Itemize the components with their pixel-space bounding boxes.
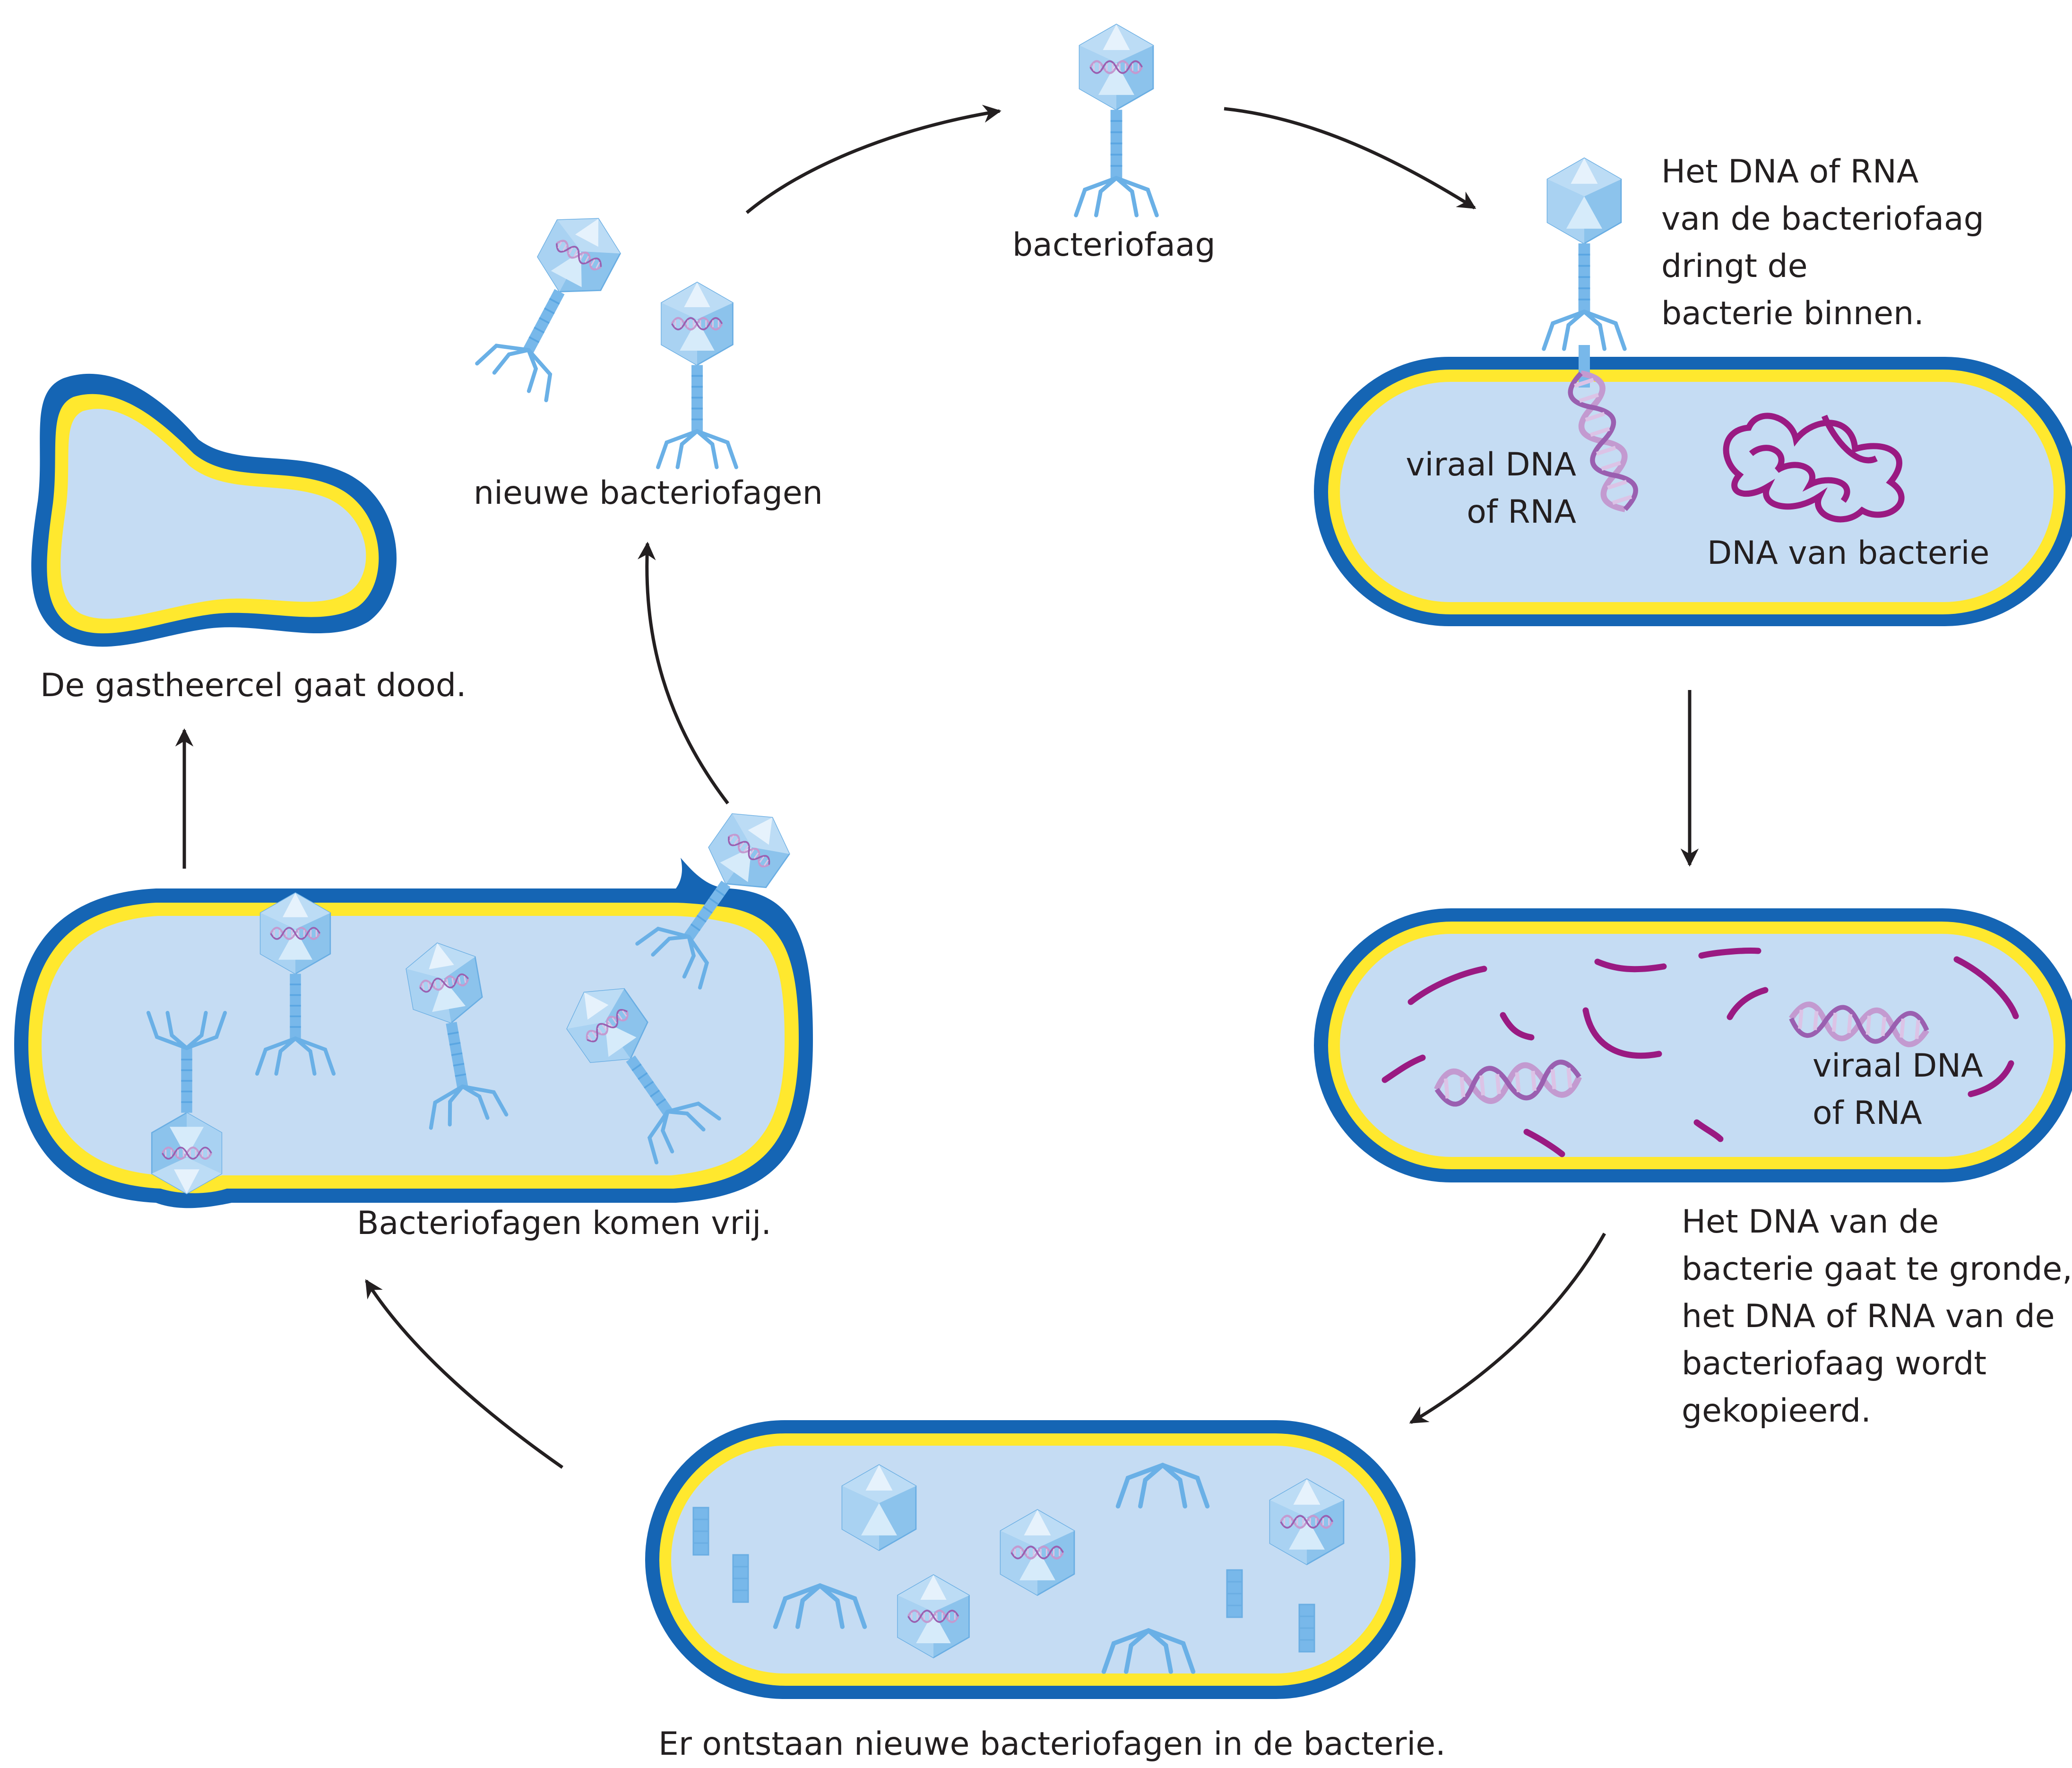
bacterium-cell-lysis <box>14 858 813 1208</box>
bacterium-cell-replication <box>1314 908 2072 1182</box>
bacterium-cell-infection <box>1314 357 2072 626</box>
dead-host-cell <box>31 373 397 647</box>
coiled-dna-icon <box>1723 413 1905 523</box>
degraded-dna-fragments <box>1381 948 2019 1157</box>
new-phages-label: nieuwe bacteriofagen <box>474 474 823 512</box>
cycle-arrow <box>175 104 1699 1469</box>
bacteriophage-icon <box>1076 25 1157 216</box>
bacteriophage-icon <box>1544 157 1625 388</box>
bacteriophage-icon <box>477 200 736 467</box>
dead-cell-caption: De gastheercel gaat dood. <box>40 667 466 704</box>
phage-label: bacteriofaag <box>1012 226 1216 264</box>
release-caption: Bacteriofagen komen vrij. <box>357 1205 771 1242</box>
bacterial-dna-label: DNA van bacterie <box>1707 535 1990 572</box>
assemble-caption: Er ontstaan nieuwe bacteriofagen in de b… <box>658 1725 1446 1763</box>
